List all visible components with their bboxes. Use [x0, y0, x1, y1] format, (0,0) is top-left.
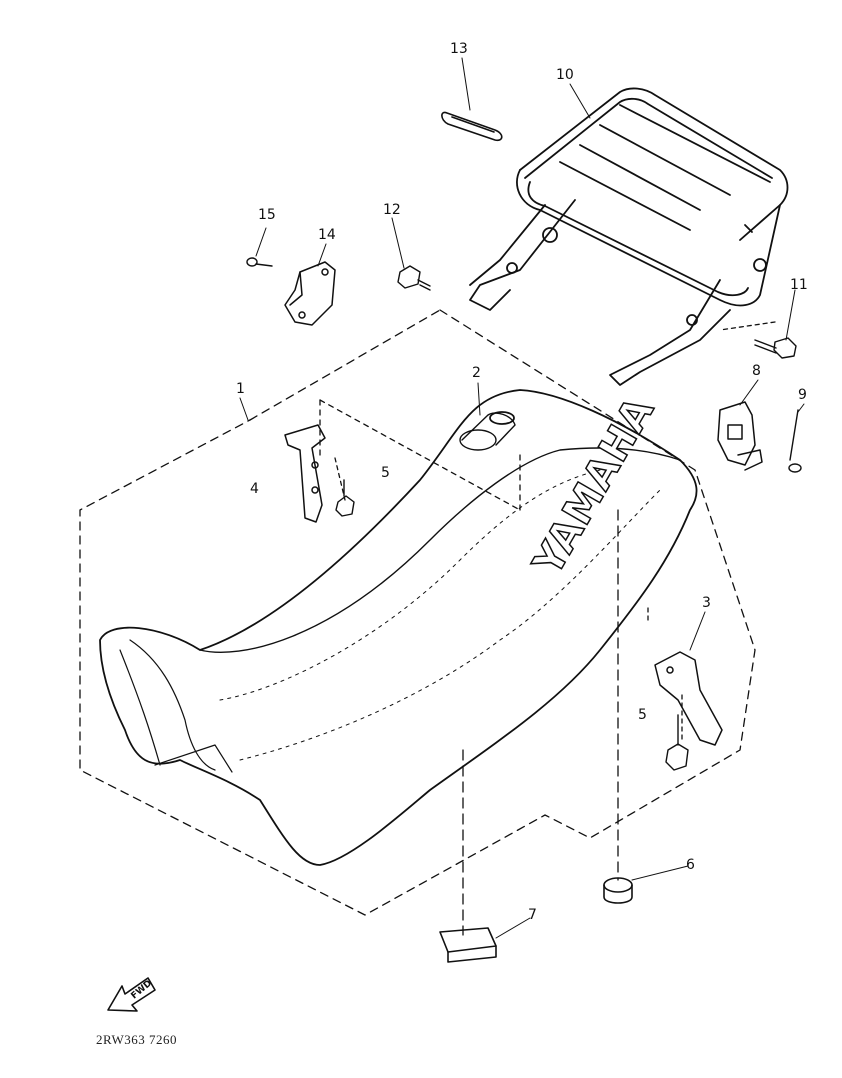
callout-5-upper: 5 [381, 465, 390, 481]
callout-8: 8 [752, 363, 761, 379]
part-13-plate [441, 111, 503, 142]
callout-1: 1 [236, 381, 245, 397]
seat [99, 389, 698, 866]
diagram-code: 2RW363 7260 [96, 1032, 177, 1047]
part-6-damper [603, 877, 633, 904]
part-14-bracket [284, 261, 336, 326]
fwd-arrow [107, 977, 156, 1012]
rear-carrier [469, 87, 789, 386]
part-5-bolt-upper [335, 479, 355, 517]
leader-lines [239, 57, 805, 939]
part-4-bracket [284, 424, 326, 523]
assembly-boundary [79, 309, 776, 936]
part-12-bolt [397, 265, 431, 291]
callout-14: 14 [318, 227, 336, 243]
callout-10: 10 [556, 67, 574, 83]
callout-11: 11 [790, 277, 808, 293]
callout-4: 4 [250, 481, 259, 497]
part-3-bracket [654, 651, 723, 746]
part-11-bolt [754, 337, 797, 359]
part-5-bolt-lower [665, 714, 689, 771]
callout-3: 3 [702, 595, 711, 611]
callout-15: 15 [258, 207, 276, 223]
callout-12: 12 [383, 202, 401, 218]
part-15-screw [246, 257, 273, 267]
part-8-lock [717, 401, 763, 471]
part-9-screw [788, 409, 802, 473]
callout-9: 9 [798, 387, 807, 403]
part-7-pad [439, 927, 497, 963]
callout-6: 6 [686, 857, 695, 873]
callout-2: 2 [472, 365, 481, 381]
callout-13: 13 [450, 41, 468, 57]
callout-5-lower: 5 [638, 707, 647, 723]
callout-7: 7 [528, 907, 537, 923]
